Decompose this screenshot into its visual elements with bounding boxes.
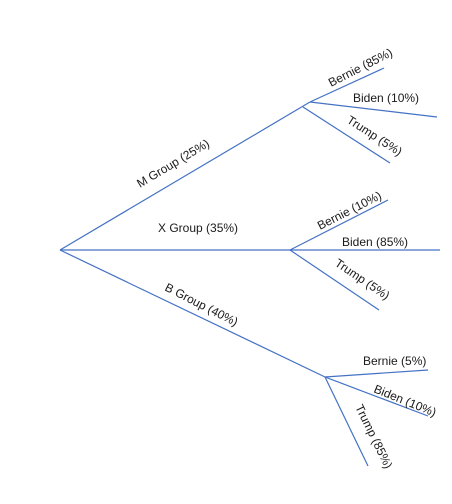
- m-biden-label: Biden (10%): [353, 91, 419, 105]
- m-trump-label: Trump (5%): [344, 113, 404, 159]
- branch-m-biden: [309, 101, 438, 118]
- branch-x-trump: [289, 249, 380, 311]
- x-bernie-label: Bernie (10%): [315, 188, 384, 232]
- b-bernie-label: Bernie (5%): [363, 354, 426, 368]
- x-biden-label: Biden (85%): [342, 235, 408, 249]
- x-group-label: X Group (35%): [158, 221, 238, 235]
- x-trump-label: Trump (5%): [332, 256, 392, 303]
- b-biden-label: Biden (10%): [372, 382, 438, 420]
- branch-m-group: [59, 101, 311, 251]
- branch-m-bernie: [309, 67, 385, 103]
- m-bernie-label: Bernie (85%): [326, 45, 395, 89]
- branch-m-trump: [302, 106, 391, 164]
- branch-b-bernie: [324, 369, 429, 378]
- b-trump-label: Trump (85%): [352, 402, 395, 471]
- branch-b-group: [59, 249, 326, 378]
- branch-b-trump: [324, 376, 369, 467]
- branch-b-biden: [324, 376, 429, 417]
- branch-x-bernie: [289, 199, 389, 251]
